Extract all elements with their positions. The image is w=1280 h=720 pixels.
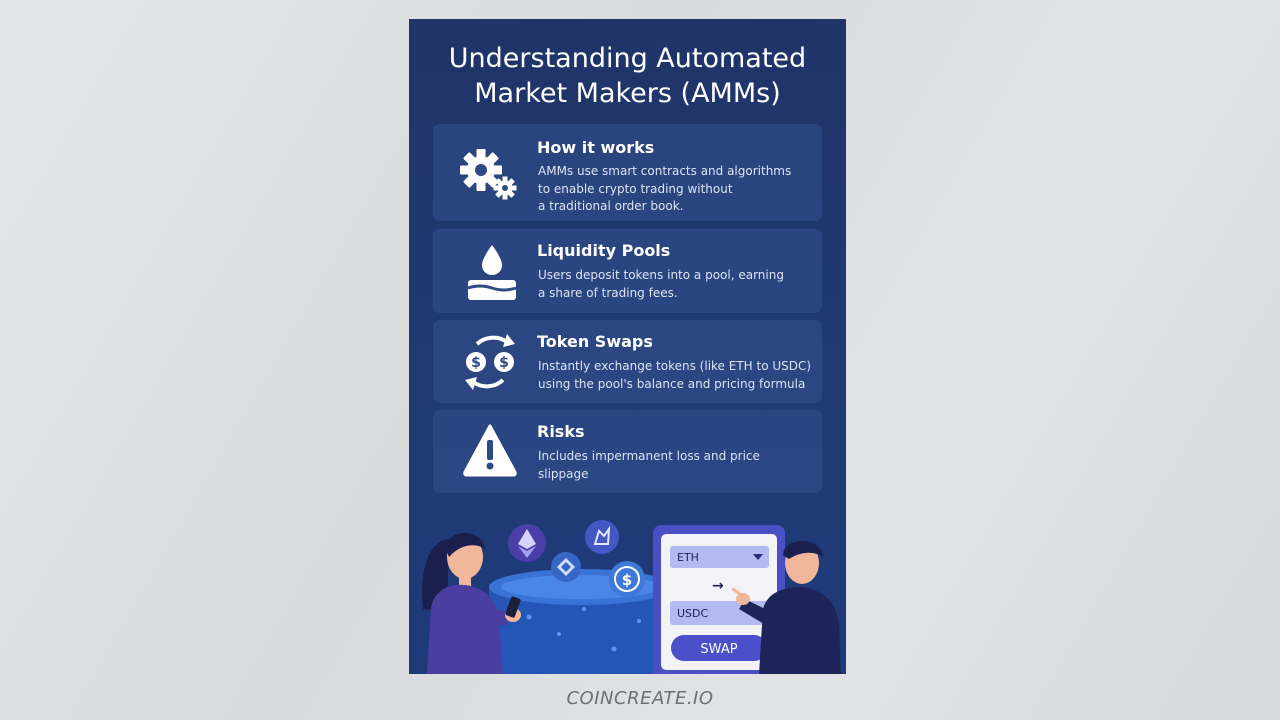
warning-icon xyxy=(463,424,517,477)
currency-swap-icon: $ $ xyxy=(465,334,515,390)
usdc-coin-icon: $ xyxy=(609,561,645,597)
card-description: Users deposit tokens into a pool, earnin… xyxy=(538,268,784,300)
liquidity-pool-illustration xyxy=(489,569,674,674)
footer-brand: COINCREATE.IO xyxy=(566,688,714,709)
from-token-select xyxy=(670,546,769,568)
card-heading: Liquidity Pools xyxy=(537,241,671,260)
card-description: Instantly exchange tokens (like ETH to U… xyxy=(538,359,812,391)
from-token-label[interactable]: ETH xyxy=(677,551,699,564)
unicorn-coin-icon xyxy=(585,520,619,554)
swap-widget: ETH → USDC SWAP xyxy=(653,525,785,674)
arrow-right-icon: → xyxy=(712,578,724,594)
card-description: Includes impermanent loss and price slip… xyxy=(538,449,760,481)
card-heading: Risks xyxy=(537,422,585,441)
to-token-label[interactable]: USDC xyxy=(677,607,709,620)
swap-button[interactable] xyxy=(671,635,767,661)
card-how-it-works: How it works AMMs use smart contracts an… xyxy=(433,124,822,221)
token-coin-icon xyxy=(551,552,581,582)
card-heading: Token Swaps xyxy=(537,332,653,351)
infographic-poster: Understanding Automated Market Makers (A… xyxy=(409,19,846,674)
gears-icon xyxy=(460,149,517,200)
woman-illustration xyxy=(422,533,521,674)
svg-text:$: $ xyxy=(622,571,632,589)
card-description: AMMs use smart contracts and algorithms … xyxy=(538,164,792,213)
liquidity-pool-icon xyxy=(467,245,517,300)
eth-coin-icon xyxy=(508,524,546,562)
poster-title: Understanding Automated Market Makers (A… xyxy=(409,41,846,111)
chevron-down-icon xyxy=(753,554,763,560)
svg-text:$: $ xyxy=(499,355,509,371)
poster-title-text: Understanding Automated Market Makers (A… xyxy=(448,43,807,109)
amm-illustration: $ ETH → USDC SWAP xyxy=(422,520,841,674)
swap-button-label[interactable]: SWAP xyxy=(700,642,737,657)
man-illustration xyxy=(731,541,841,674)
card-token-swaps: $ $ Token Swaps Instantly exchange token… xyxy=(433,320,822,403)
svg-text:$: $ xyxy=(471,355,481,371)
card-heading: How it works xyxy=(537,138,655,157)
card-liquidity-pools: Liquidity Pools Users deposit tokens int… xyxy=(433,229,822,313)
card-risks: Risks Includes impermanent loss and pric… xyxy=(433,410,822,493)
